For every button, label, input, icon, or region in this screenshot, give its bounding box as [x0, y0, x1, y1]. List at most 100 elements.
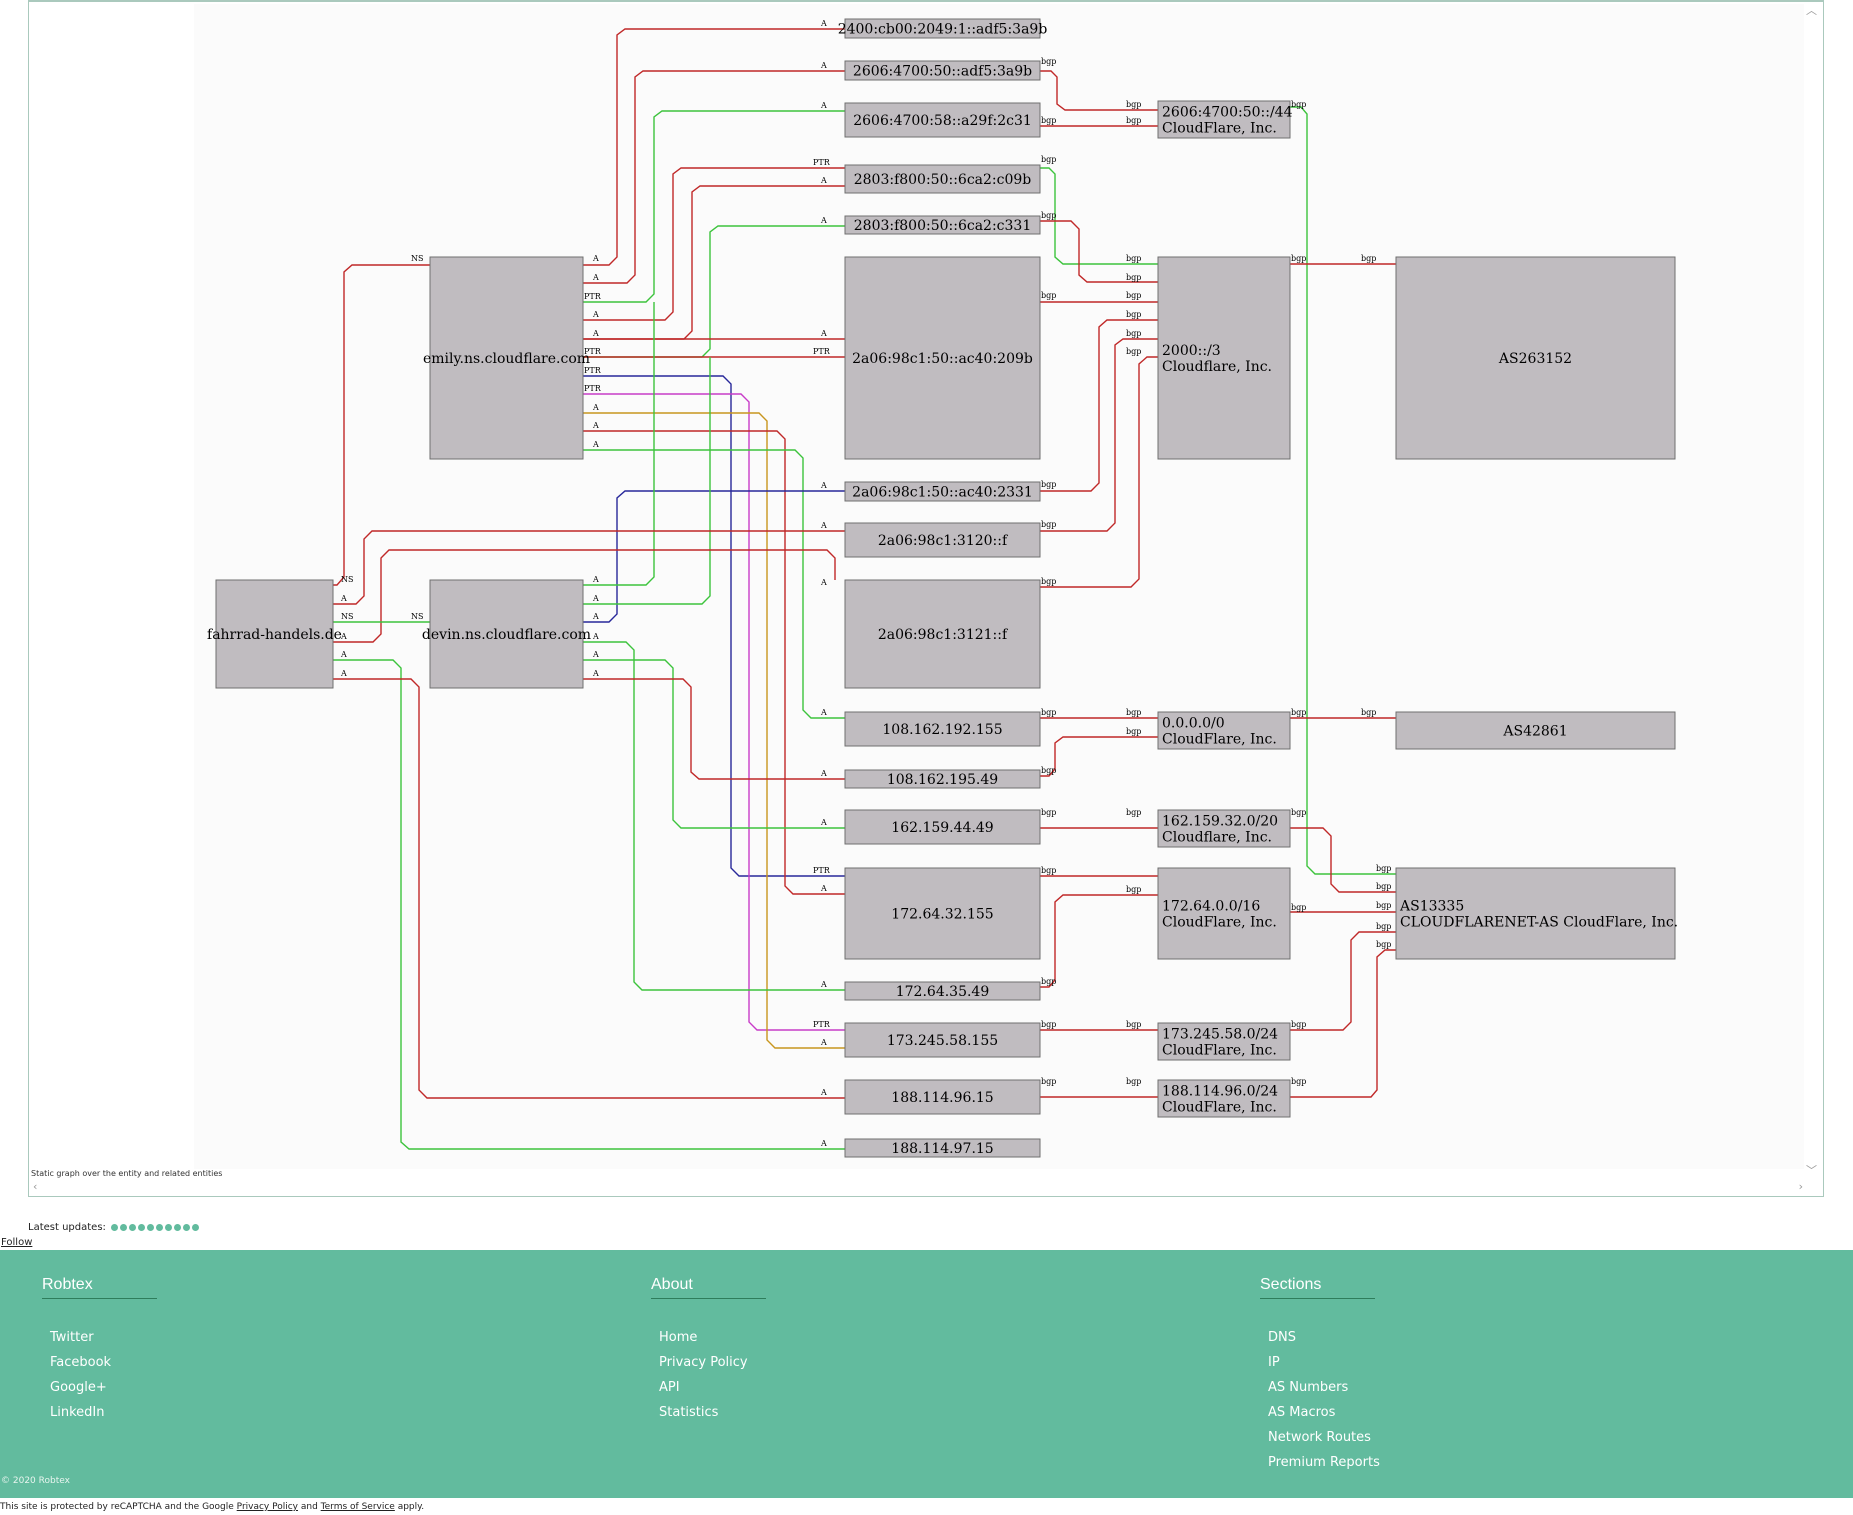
scroll-left-arrow-icon[interactable]: ‹: [33, 1180, 38, 1193]
graph-node-box[interactable]: [1157, 1022, 1291, 1061]
graph-node-box[interactable]: [1395, 711, 1676, 750]
footer-link-dns[interactable]: DNS: [1268, 1330, 1296, 1345]
update-dot[interactable]: [147, 1223, 155, 1231]
graph-node-box[interactable]: [429, 256, 584, 460]
graph-node-ip5[interactable]: 2803:f800:50::6ca2:c331: [844, 215, 1041, 235]
graph-node-as1[interactable]: AS263152: [1395, 256, 1676, 460]
graph-node-box[interactable]: [1157, 809, 1291, 848]
graph-node-box[interactable]: [844, 60, 1041, 81]
recaptcha-privacy-link[interactable]: Privacy Policy: [236, 1502, 299, 1512]
graph-node-ip14[interactable]: 172.64.35.49: [844, 981, 1041, 1001]
edge-label: bgp: [1126, 347, 1141, 356]
graph-node-box[interactable]: [844, 164, 1041, 194]
update-dot[interactable]: [120, 1223, 128, 1231]
update-dot[interactable]: [183, 1223, 191, 1231]
scroll-up-arrow-icon[interactable]: ︿: [1806, 4, 1817, 17]
graph-node-box[interactable]: [844, 809, 1041, 845]
graph-node-ip10[interactable]: 108.162.192.155: [844, 711, 1041, 747]
footer-link-ip[interactable]: IP: [1268, 1355, 1280, 1370]
edge-label: PTR: [584, 347, 602, 356]
graph-node-box[interactable]: [844, 711, 1041, 747]
graph-node-ip15[interactable]: 173.245.58.155: [844, 1022, 1041, 1058]
scroll-right-arrow-icon[interactable]: ›: [1798, 1180, 1803, 1193]
footer-link-as-macros[interactable]: AS Macros: [1268, 1405, 1336, 1420]
graph-node-as2[interactable]: AS42861: [1395, 711, 1676, 750]
edge-label: PTR: [584, 384, 602, 393]
scroll-down-arrow-icon[interactable]: ﹀: [1806, 1164, 1817, 1177]
graph-node-ip8[interactable]: 2a06:98c1:3120::f: [844, 522, 1041, 558]
update-dot[interactable]: [192, 1223, 200, 1231]
footer-link-statistics[interactable]: Statistics: [659, 1405, 719, 1420]
graph-node-box[interactable]: [844, 1138, 1041, 1158]
footer-link-twitter[interactable]: Twitter: [50, 1330, 94, 1345]
graph-node-ip1[interactable]: 2400:cb00:2049:1::adf5:3a9b: [838, 18, 1048, 39]
update-dot[interactable]: [138, 1223, 146, 1231]
graph-node-box[interactable]: [844, 481, 1041, 502]
graph-node-devin[interactable]: devin.ns.cloudflare.com: [422, 579, 591, 689]
footer-link-home[interactable]: Home: [659, 1330, 698, 1345]
edge-label: PTR: [584, 292, 602, 301]
graph-node-box[interactable]: [1157, 1079, 1291, 1118]
graph-node-ip13[interactable]: 172.64.32.155: [844, 867, 1041, 960]
graph-node-ip17[interactable]: 188.114.97.15: [844, 1138, 1041, 1158]
graph-node-ip7[interactable]: 2a06:98c1:50::ac40:2331: [844, 481, 1041, 502]
footer-link-facebook[interactable]: Facebook: [50, 1355, 112, 1370]
graph-node-ip3[interactable]: 2606:4700:58::a29f:2c31: [844, 102, 1041, 138]
graph-node-box[interactable]: [844, 102, 1041, 138]
footer-link-network-routes[interactable]: Network Routes: [1268, 1430, 1371, 1445]
footer-link-api[interactable]: API: [659, 1380, 680, 1395]
graph-node-label: emily.ns.cloudflare.com: [423, 351, 590, 367]
update-dot[interactable]: [156, 1223, 164, 1231]
graph-node-box[interactable]: [1157, 256, 1291, 460]
graph-node-box[interactable]: [844, 1022, 1041, 1058]
graph-node-box[interactable]: [844, 867, 1041, 960]
graph-node-box[interactable]: [1395, 256, 1676, 460]
graph-node-box[interactable]: [844, 18, 1041, 39]
latest-updates-dots[interactable]: [109, 1222, 200, 1233]
graph-node-ip11[interactable]: 108.162.195.49: [844, 769, 1041, 789]
graph-node-box[interactable]: [844, 256, 1041, 460]
graph-node-box[interactable]: [844, 215, 1041, 235]
footer-link-linkedin[interactable]: LinkedIn: [50, 1405, 105, 1420]
graph-node-box[interactable]: [844, 769, 1041, 789]
update-dot[interactable]: [129, 1223, 137, 1231]
graph-node-ip12[interactable]: 162.159.44.49: [844, 809, 1041, 845]
graph-node-box[interactable]: [844, 522, 1041, 558]
edge-label: bgp: [1291, 708, 1306, 717]
graph-node-ip4[interactable]: 2803:f800:50::6ca2:c09b: [844, 164, 1041, 194]
graph-node-emily[interactable]: emily.ns.cloudflare.com: [423, 256, 590, 460]
edge-label: A: [820, 521, 827, 530]
graph-node-fahrrad[interactable]: fahrrad-handels.de: [207, 579, 342, 689]
graph-node-ip16[interactable]: 188.114.96.15: [844, 1079, 1041, 1115]
graph-node-ip6[interactable]: 2a06:98c1:50::ac40:209b: [844, 256, 1041, 460]
graph-node-box[interactable]: [844, 981, 1041, 1001]
graph-node-ip9[interactable]: 2a06:98c1:3121::f: [844, 579, 1041, 689]
graph-node-box[interactable]: [215, 579, 334, 689]
footer-link-premium-reports[interactable]: Premium Reports: [1268, 1455, 1380, 1470]
graph-node-box[interactable]: [1157, 711, 1291, 750]
footer-link-as-numbers[interactable]: AS Numbers: [1268, 1380, 1349, 1395]
footer-link-googleplus[interactable]: Google+: [50, 1380, 107, 1395]
graph-edge: [1290, 106, 1396, 875]
graph-node-box[interactable]: [1157, 100, 1291, 139]
graph-node-box[interactable]: [1157, 867, 1291, 960]
follow-link[interactable]: Follow: [1, 1237, 33, 1248]
update-dot[interactable]: [111, 1223, 119, 1231]
recaptcha-terms-link[interactable]: Terms of Service: [320, 1502, 395, 1512]
footer-link-privacy-policy[interactable]: Privacy Policy: [659, 1355, 748, 1370]
graph-node-box[interactable]: [429, 579, 584, 689]
update-dot[interactable]: [174, 1223, 182, 1231]
graph-node-ip2[interactable]: 2606:4700:50::adf5:3a9b: [844, 60, 1041, 81]
update-dot[interactable]: [165, 1223, 173, 1231]
graph-node-box[interactable]: [844, 579, 1041, 689]
graph-node-box[interactable]: [844, 1079, 1041, 1115]
graph-node-box[interactable]: [1395, 867, 1676, 960]
